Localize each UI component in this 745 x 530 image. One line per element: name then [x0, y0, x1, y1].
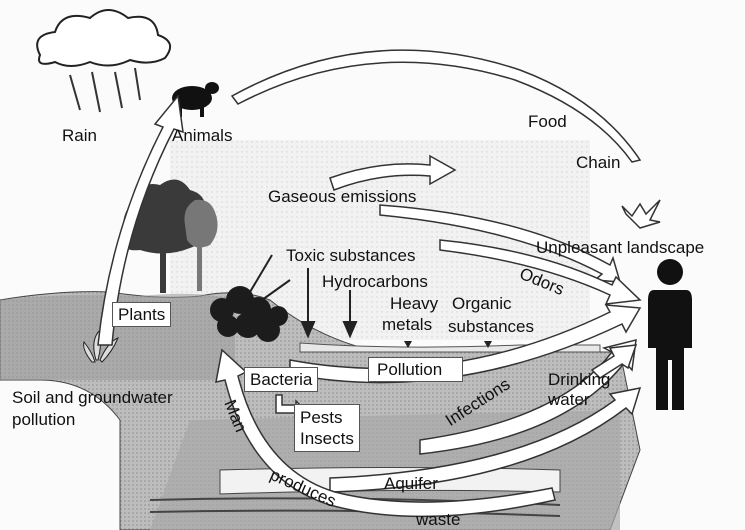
hydrocarbons-label: Hydrocarbons — [322, 272, 428, 291]
drinking-label: Drinking — [548, 370, 610, 389]
organic-label: Organic — [452, 294, 512, 313]
metals-label: metals — [382, 315, 432, 334]
animals-label: Animals — [172, 126, 232, 145]
rain-icon — [70, 68, 140, 112]
pests-label: Pests — [300, 407, 354, 428]
unpleasant-landscape-label: Unpleasant landscape — [536, 238, 704, 257]
arrow-food-chain-down — [622, 200, 660, 228]
waste-label: waste — [416, 510, 460, 529]
water-label: water — [548, 390, 590, 409]
cloud-icon — [37, 10, 170, 66]
food-label: Food — [528, 112, 567, 131]
toxic-substances-label: Toxic substances — [286, 246, 415, 265]
chain-label: Chain — [576, 153, 620, 172]
bacteria-label: Bacteria — [244, 367, 318, 392]
gaseous-emissions-label: Gaseous emissions — [268, 187, 416, 206]
insects-label: Insects — [300, 428, 354, 449]
soil-pollution-label-line2: pollution — [12, 410, 75, 429]
plants-label: Plants — [112, 302, 171, 327]
rain-label: Rain — [62, 126, 97, 145]
aquifer-label: Aquifer — [384, 474, 438, 493]
substances-label: substances — [448, 317, 534, 336]
pollution-label: Pollution — [368, 357, 463, 382]
person-icon — [648, 259, 692, 410]
pests-insects-box: Pests Insects — [294, 404, 360, 452]
soil-pollution-label-line1: Soil and groundwater — [12, 388, 173, 407]
heavy-label: Heavy — [390, 294, 438, 313]
